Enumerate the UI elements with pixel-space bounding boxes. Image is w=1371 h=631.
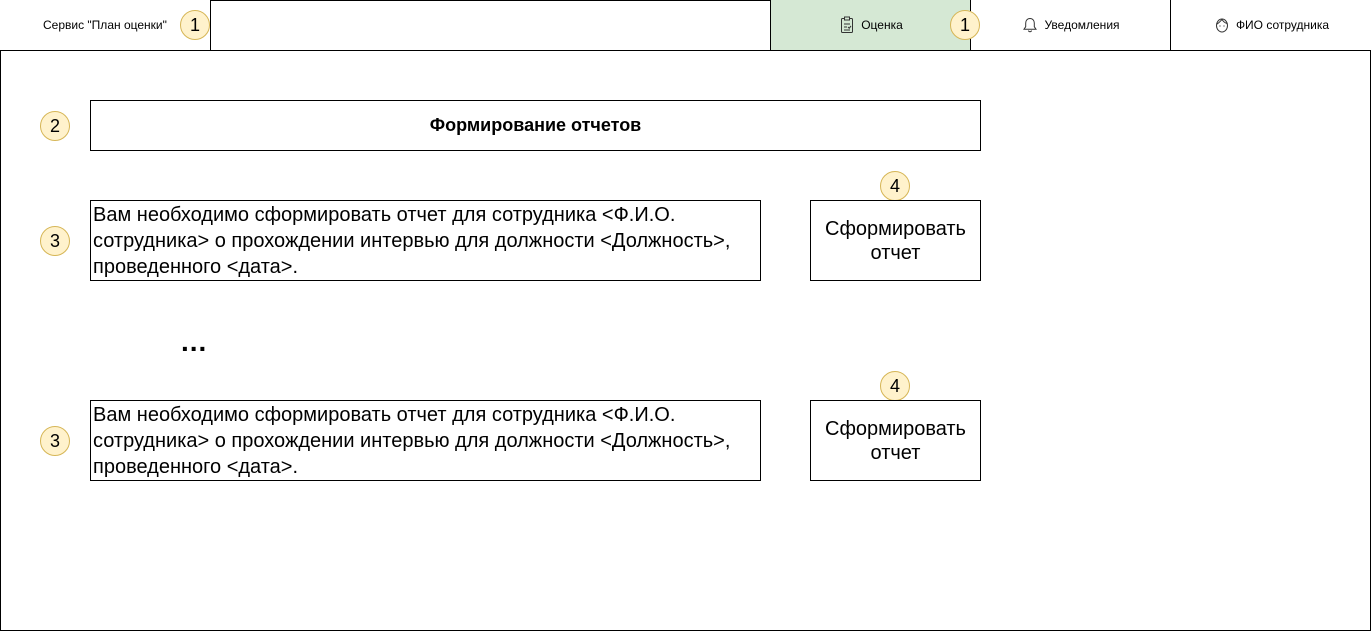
bell-icon xyxy=(1021,16,1039,34)
service-title-label: Сервис "План оценки" xyxy=(43,18,167,32)
annotation-marker-4: 4 xyxy=(880,371,910,401)
user-face-icon xyxy=(1213,16,1231,34)
generate-report-button[interactable]: Сформировать отчет xyxy=(810,200,981,281)
annotation-marker-3: 3 xyxy=(40,226,70,256)
annotation-marker-1: 1 xyxy=(180,10,210,40)
annotation-marker-4: 4 xyxy=(880,171,910,201)
generate-report-button[interactable]: Сформировать отчет xyxy=(810,400,981,481)
report-request-message: Вам необходимо сформировать отчет для со… xyxy=(90,400,761,481)
annotation-marker-3: 3 xyxy=(40,426,70,456)
tab-assessment-label: Оценка xyxy=(861,18,903,32)
list-ellipsis: ... xyxy=(181,326,208,357)
annotation-marker-1: 1 xyxy=(950,10,980,40)
tab-assessment[interactable]: Оценка xyxy=(770,0,971,51)
report-request-message: Вам необходимо сформировать отчет для со… xyxy=(90,200,761,281)
tab-notifications[interactable]: Уведомления xyxy=(970,0,1171,51)
tab-employee-profile[interactable]: ФИО сотрудника xyxy=(1170,0,1371,51)
annotation-marker-2: 2 xyxy=(40,111,70,141)
generate-report-button-label: Сформировать отчет xyxy=(825,217,966,264)
page-title-text: Формирование отчетов xyxy=(429,115,642,135)
tab-employee-profile-label: ФИО сотрудника xyxy=(1235,18,1330,32)
header-divider xyxy=(211,50,770,51)
page-title: Формирование отчетов xyxy=(90,100,981,151)
service-title: Сервис "План оценки" xyxy=(0,0,211,51)
generate-report-button-label: Сформировать отчет xyxy=(825,417,966,464)
tab-notifications-label: Уведомления xyxy=(1044,18,1120,32)
clipboard-check-icon xyxy=(838,16,856,34)
